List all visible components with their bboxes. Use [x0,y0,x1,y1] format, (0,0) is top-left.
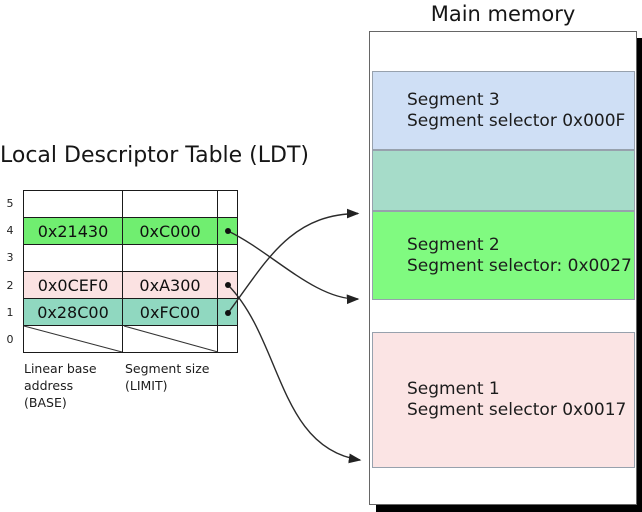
ldt-cell-base-3 [24,245,123,271]
base-note-line2: address [24,378,74,393]
ldt-cell-limit-2: 0xA300 [123,272,218,298]
ldt-row-3 [24,245,237,272]
arrow-entry2-to-segment1 [227,284,362,464]
ldt-cell-limit-4: 0xC000 [123,218,218,244]
ldt-cell-base-5 [24,191,123,217]
segment3-title: Segment 3 [407,89,500,110]
memory-segment-2: Segment 2 Segment selector: 0x0027 [372,211,635,300]
ldt-cell-base-4: 0x21430 [24,218,123,244]
ldt-row-4: 0x21430 0xC000 [24,218,237,245]
ldt-cell-limit-0 [123,326,218,352]
row-index-2: 2 [6,278,14,292]
ldt-cell-ptr-1 [218,299,237,325]
main-memory-title: Main memory [430,2,576,26]
segment2-title: Segment 2 [407,234,500,255]
memory-segment-overlap [372,150,635,211]
ldt-cell-base-1: 0x28C00 [24,299,123,325]
segment1-title: Segment 1 [407,379,500,399]
ldt-cell-limit-3 [123,245,218,271]
ldt-cell-ptr-0 [218,326,237,352]
row-index-3: 3 [6,251,14,265]
ldt-row-2: 0x0CEF0 0xA300 [24,272,237,299]
row-index-1: 1 [6,305,14,319]
ldt-cell-ptr-4 [218,218,237,244]
ldt-cell-ptr-3 [218,245,237,271]
base-note-line1: Linear base [24,361,97,376]
ldt-table: 0x21430 0xC000 0x0CEF0 0xA300 0x28C00 0x… [23,190,238,353]
ldt-row-0-null-descriptor [24,326,237,352]
base-note-line3: (BASE) [24,395,67,410]
ldt-cell-ptr-2 [218,272,237,298]
row-index-5: 5 [6,197,14,211]
limit-column-note: Segment size (LIMIT) [125,360,209,394]
segment2-selector: Segment selector: 0x0027 [407,255,632,276]
row-index-0: 0 [6,332,14,346]
arrow-entry4-to-segment2 [227,230,360,305]
segment1-selector: Segment selector 0x0017 [407,400,627,420]
limit-note-line1: Segment size [125,361,210,376]
base-column-note: Linear base address (BASE) [24,360,97,411]
ldt-title: Local Descriptor Table (LDT) [0,143,309,168]
ldt-cell-base-0 [24,326,123,352]
ldt-cell-base-2: 0x0CEF0 [24,272,123,298]
limit-note-line2: (LIMIT) [125,378,168,393]
ldt-row-1: 0x28C00 0xFC00 [24,299,237,326]
ldt-row-index-labels: 5 4 3 2 1 0 [2,190,18,353]
ldt-row-5 [24,191,237,218]
row-index-4: 4 [6,224,14,238]
memory-segment-3: Segment 3 Segment selector 0x000F [372,71,635,150]
ldt-cell-ptr-5 [218,191,237,217]
segment3-selector: Segment selector 0x000F [407,110,626,131]
arrow-entry1-to-segment3 [227,208,360,314]
ldt-cell-limit-5 [123,191,218,217]
memory-segment-1: Segment 1 Segment selector 0x0017 [372,332,635,468]
ldt-cell-limit-1: 0xFC00 [123,299,218,325]
